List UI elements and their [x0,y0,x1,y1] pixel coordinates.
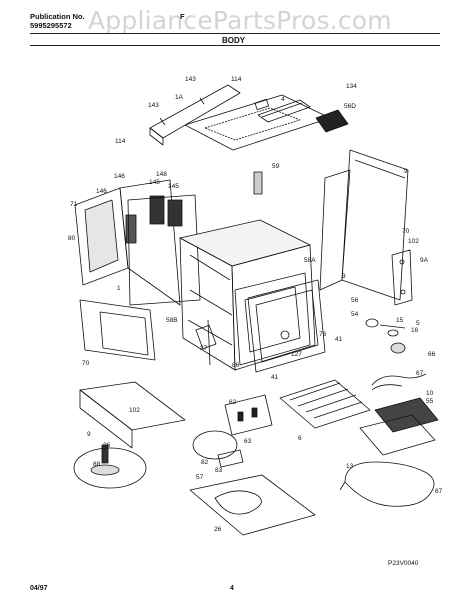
part-label: 26 [214,526,222,533]
part-label: 9A [420,257,429,264]
page-number: 4 [230,585,234,592]
broiler-pan [359,397,439,456]
part-label: 59 [272,163,280,170]
part-label: 114 [115,138,126,145]
part-label: 5 [416,320,420,327]
part-label: 70 [82,360,90,367]
part-label: 71 [70,201,78,208]
model-prefix: F [180,12,185,21]
lower-left-panel-70 [79,299,156,361]
part-label: 67 [416,370,424,377]
rear-panel-9 [319,149,409,301]
part-label: 1 [117,285,121,292]
part-label: 4 [281,96,285,103]
control-board-56d [257,99,349,133]
part-label: 80 [68,235,76,242]
part-label: 82 [201,459,209,466]
vent-tube-59 [253,171,263,195]
part-label: 134 [346,83,357,90]
part-label: 15 [396,317,404,324]
part-label: 66 [428,351,436,358]
part-label: 10 [426,390,434,397]
igniter-bracket [192,394,273,460]
part-label: 56 [351,297,359,304]
part-label: 145 [149,179,160,186]
leveling-leg [73,444,147,489]
part-label: 86 [232,362,240,369]
part-label: 41 [271,374,279,381]
part-label: 62 [229,399,237,406]
publication-number: 5995295572 [30,21,72,30]
part-label: 143 [185,76,196,83]
oven-rack [279,379,371,429]
part-label: 67 [435,488,443,495]
side-bracket-9a [391,249,413,306]
door-hinge [195,319,217,366]
part-label: 102 [408,238,419,245]
small-bracket-82 [217,449,244,468]
part-label: 146 [96,188,107,195]
part-label: 56D [344,103,356,110]
part-label: 63 [244,438,252,445]
broil-element [371,373,427,391]
part-label: 55 [426,398,434,405]
oven-bottom-panel [189,474,316,536]
part-label: 145 [168,183,179,190]
part-label: 36 [103,442,111,449]
part-label: 88 [93,461,101,468]
part-label: 54 [351,311,359,318]
part-label: 57 [196,474,204,481]
thermostat-controls [365,318,406,354]
part-label: 3 [342,273,346,280]
header-rule-top [30,33,440,34]
part-label: 27 [200,345,208,352]
publication-label: Publication No. [30,12,85,21]
top-rear-panel [149,84,241,146]
part-label: 127 [291,351,302,358]
part-label: 114 [231,76,242,83]
part-label: 9 [404,168,408,175]
bottom-panel-102 [79,381,186,449]
drawing-code: P23V0040 [388,560,419,567]
header-rule-bottom [30,45,440,46]
part-label: 9 [87,431,91,438]
part-label: 13 [346,463,354,470]
part-label: 76 [319,331,327,338]
part-label: 146 [114,173,125,180]
part-label: 16 [411,327,419,334]
watermark: AppliancePartsPros.com [88,6,392,35]
bake-element [339,461,435,507]
part-label: 6 [298,435,302,442]
footer-date: 04/97 [30,585,48,592]
part-label: 143 [148,102,159,109]
door-frame-trim [247,279,326,373]
part-label: 1A [175,94,184,101]
part-label: 70 [402,228,410,235]
oven-cavity-body [179,219,316,371]
part-label: 148 [156,171,167,178]
left-side-panels [74,179,201,306]
part-label: 83 [215,467,223,474]
part-label: 41 [335,336,343,343]
section-title: BODY [222,36,246,45]
part-label: 58A [304,257,316,264]
part-label: 102 [129,407,140,414]
part-label: 58B [166,317,178,324]
